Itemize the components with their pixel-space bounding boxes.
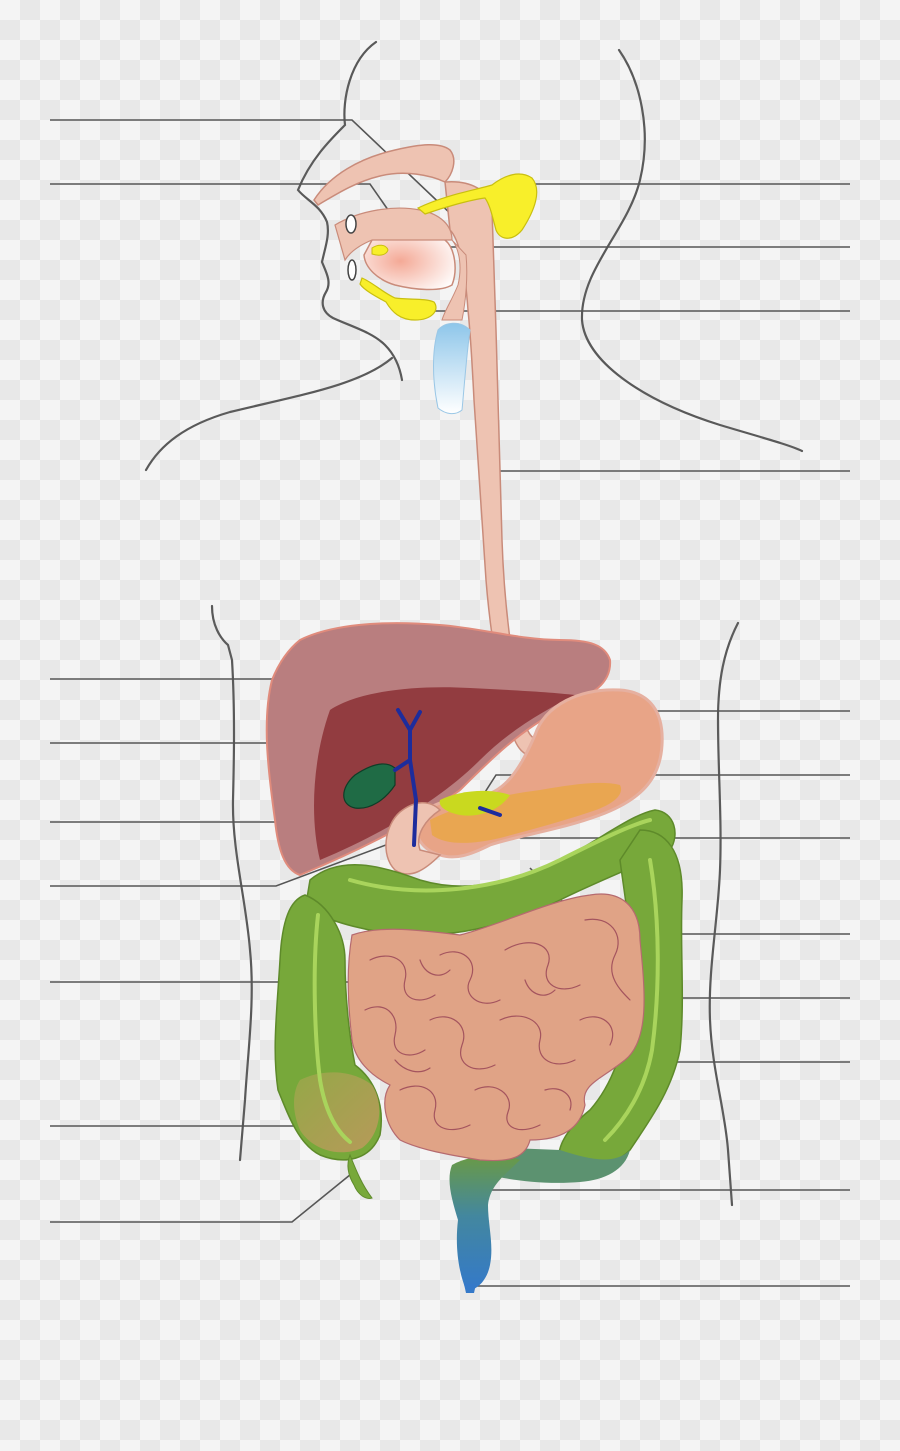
colon-highlight-top <box>348 818 652 893</box>
rectum <box>449 1155 520 1291</box>
appendix <box>347 1153 373 1199</box>
trachea <box>433 322 471 415</box>
tongue <box>363 231 456 291</box>
left-torso <box>210 604 253 1162</box>
pharynx-esophagus <box>444 181 541 757</box>
small-intestine <box>347 893 645 1162</box>
colon-highlight-right <box>603 858 660 1142</box>
pancreas-head <box>430 782 622 843</box>
sigmoid-colon <box>486 1148 630 1183</box>
upper-tooth <box>345 214 357 234</box>
leader-line-l9 <box>50 1169 357 1223</box>
neck-front <box>144 356 394 472</box>
right-torso <box>708 621 740 1207</box>
anal-canal <box>464 1284 476 1293</box>
intestine-folds <box>364 918 631 1131</box>
back-of-head <box>580 48 804 453</box>
leader-line-l6 <box>50 835 411 887</box>
body-outline <box>144 40 804 1207</box>
head-organs <box>313 144 541 757</box>
small-intestine-mass <box>347 893 645 1162</box>
pancreas-tail <box>439 790 510 816</box>
submandibular-gland <box>359 277 437 321</box>
oral-cavity <box>334 207 453 262</box>
biliary-system <box>343 708 502 847</box>
liver <box>265 622 612 877</box>
leader-line-l1 <box>50 119 453 216</box>
gallbladder <box>343 763 396 809</box>
sublingual-gland <box>371 244 389 256</box>
large-intestine <box>274 809 684 1293</box>
face-profile <box>296 40 404 382</box>
cecum <box>294 1072 380 1153</box>
nasal-palate <box>313 144 455 206</box>
pancreas <box>430 782 622 843</box>
bile-duct <box>393 708 502 847</box>
colon-highlight-left <box>312 913 352 1144</box>
liver-inner <box>314 687 575 860</box>
epiglottis <box>441 239 468 321</box>
lower-tooth <box>347 259 357 281</box>
parotid-gland <box>416 173 538 239</box>
